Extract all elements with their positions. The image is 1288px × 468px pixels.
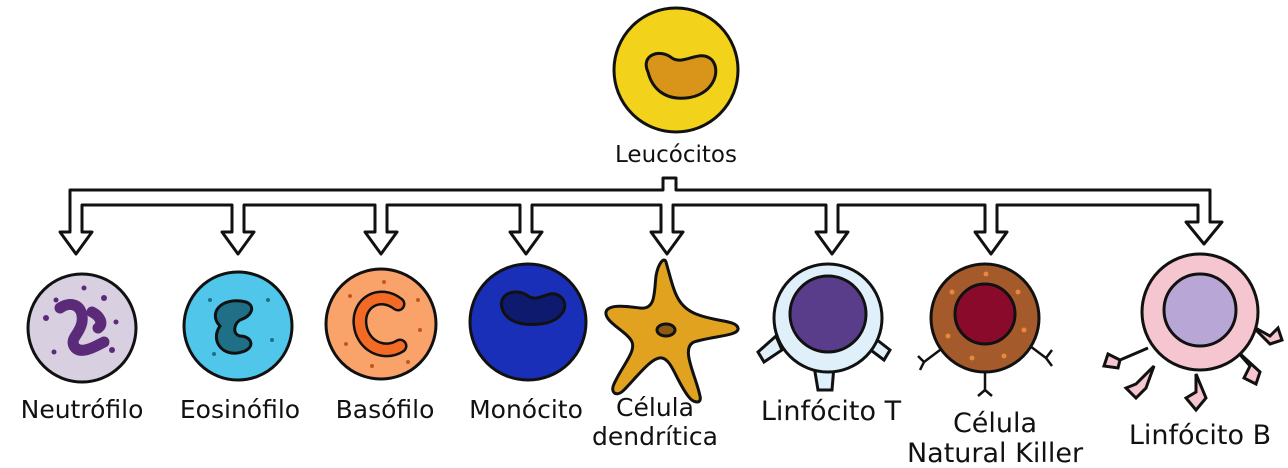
leukocyte-root-cell xyxy=(614,8,738,132)
label-neutrofilo: Neutrófilo xyxy=(21,395,144,424)
label-monocito: Monócito xyxy=(469,395,583,424)
label-eosinofilo: Eosinófilo xyxy=(180,395,300,424)
eosinophil-cell xyxy=(184,272,292,380)
t-lymphocyte-cell xyxy=(758,264,890,390)
label-linfocito-t: Linfócito T xyxy=(761,396,902,427)
label-celula-dendritica-line1: Célula xyxy=(616,393,694,422)
branch-connector xyxy=(60,178,1222,254)
monocyte-cell xyxy=(470,264,586,380)
label-basofilo: Basófilo xyxy=(336,395,435,424)
cell-labels: Neutrófilo Eosinófilo Basófilo Monócito … xyxy=(21,393,1272,468)
neutrophil-cell xyxy=(28,274,136,382)
b-lymphocyte-cell xyxy=(1104,254,1282,410)
label-celula-nk-line2: Natural Killer xyxy=(907,438,1084,468)
basophil-cell xyxy=(326,269,436,379)
natural-killer-cell xyxy=(918,264,1052,396)
dendritic-cell xyxy=(606,260,738,402)
label-celula-nk-line1: Célula xyxy=(953,408,1037,439)
branch-tree xyxy=(60,178,1222,254)
label-linfocito-b: Linfócito B xyxy=(1129,420,1271,451)
label-celula-dendritica-line2: dendrítica xyxy=(592,422,718,451)
root-label: Leucócitos xyxy=(615,142,737,168)
